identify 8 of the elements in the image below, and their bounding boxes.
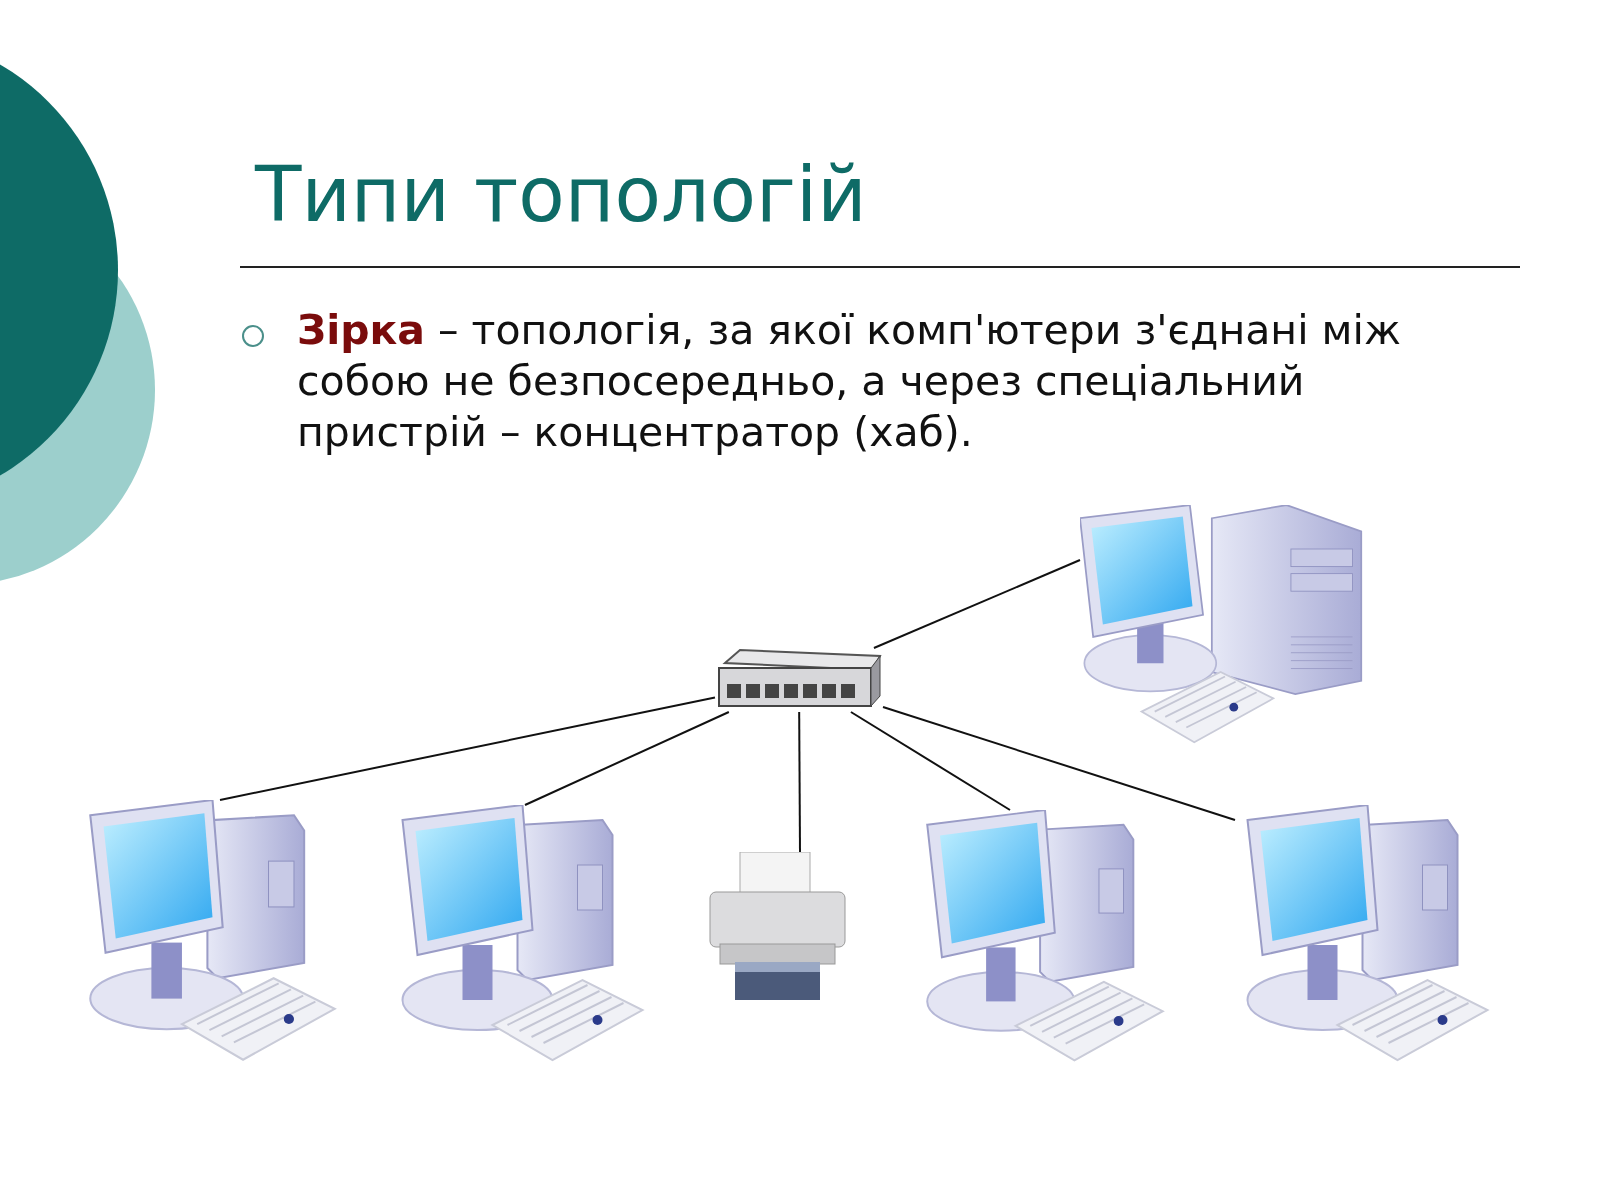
connection-line <box>872 559 1081 649</box>
connection-line <box>882 705 1236 821</box>
bullet-text: Зірка – топологія, за якої комп'ютери з'єднані між собою не безпосередньо, а через спеціальний пристрій – концентратор (хаб). <box>297 305 1402 458</box>
connection-line <box>524 711 730 806</box>
connection-line <box>798 711 801 853</box>
slide-title: Типи топологій <box>255 150 867 239</box>
connection-line <box>849 711 1011 811</box>
connection-line <box>219 696 716 801</box>
